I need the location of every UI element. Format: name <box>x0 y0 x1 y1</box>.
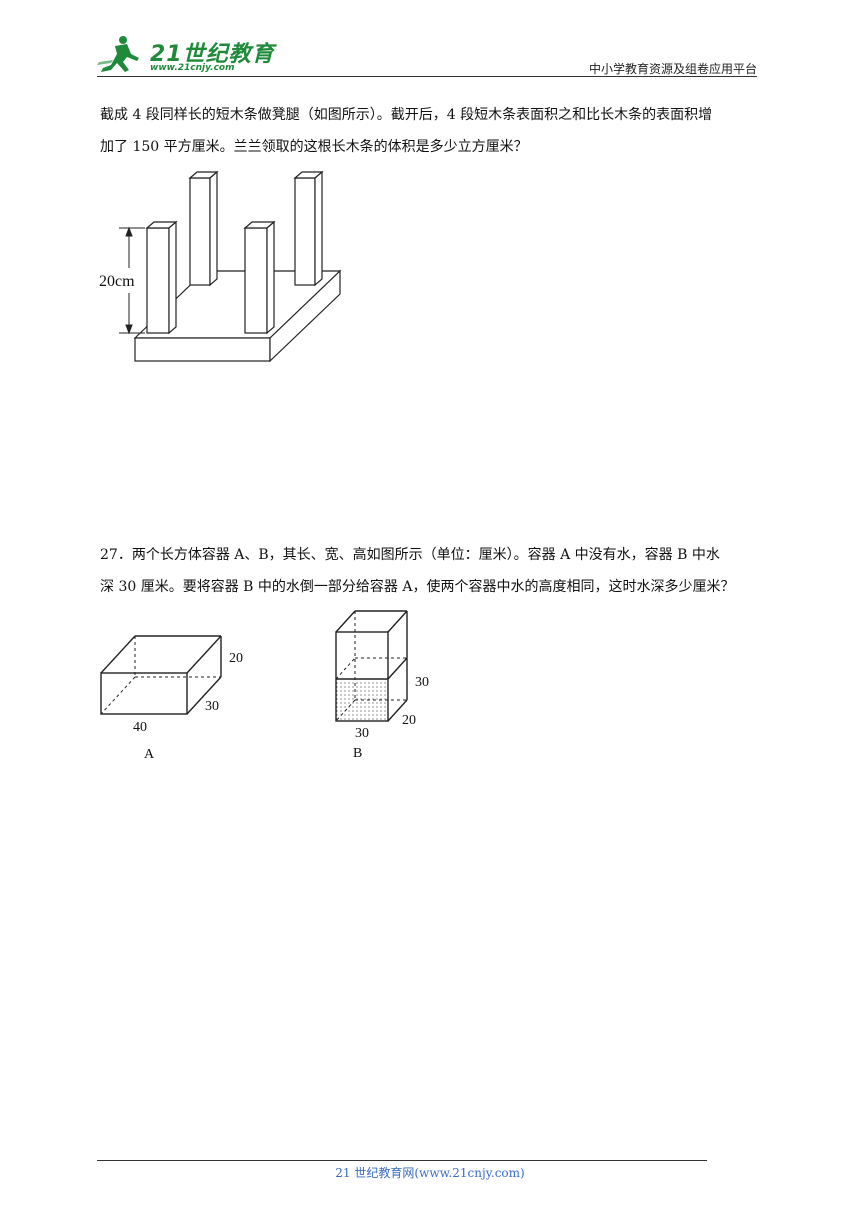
site-logo <box>97 36 139 72</box>
height-label: 20cm <box>99 273 135 290</box>
logo-text: 21世纪教育 <box>150 42 275 67</box>
container-a-figure: 20 30 40 A <box>100 635 243 762</box>
q26-text-line1: 截成 4 段同样长的短木条做凳腿（如图所示）。截开后，4 段短木条表面积之和比长… <box>100 107 713 123</box>
stool-figure: 20cm <box>99 170 342 363</box>
container-b-figure: 30 20 30 B <box>335 610 429 761</box>
box-b-water-depth: 30 <box>415 675 429 690</box>
height-dimension-arrow <box>119 226 145 335</box>
box-b-name: B <box>353 746 362 761</box>
box-b-width: 20 <box>402 713 416 728</box>
footer-divider <box>97 1160 707 1161</box>
box-a-height: 20 <box>229 651 243 666</box>
q26-text-line2: 加了 150 平方厘米。兰兰领取的这根长木条的体积是多少立方厘米？ <box>100 139 528 155</box>
footer-link[interactable]: 21 世纪教育网(www.21cnjy.com) <box>335 1166 525 1180</box>
q27-text-line1: 27．两个长方体容器 A、B，其长、宽、高如图所示（单位：厘米）。容器 A 中没… <box>100 547 720 563</box>
q27-text-line2: 深 30 厘米。要将容器 B 中的水倒一部分给容器 A，使两个容器中水的高度相同… <box>100 579 735 595</box>
box-a-width: 30 <box>205 699 219 714</box>
box-a-length: 40 <box>133 720 147 735</box>
box-a-name: A <box>144 747 155 762</box>
box-b-length: 30 <box>355 726 369 741</box>
header-divider <box>97 76 757 77</box>
platform-label: 中小学教育资源及组卷应用平台 <box>588 62 757 76</box>
logo-url: www.21cnjy.com <box>150 63 235 73</box>
